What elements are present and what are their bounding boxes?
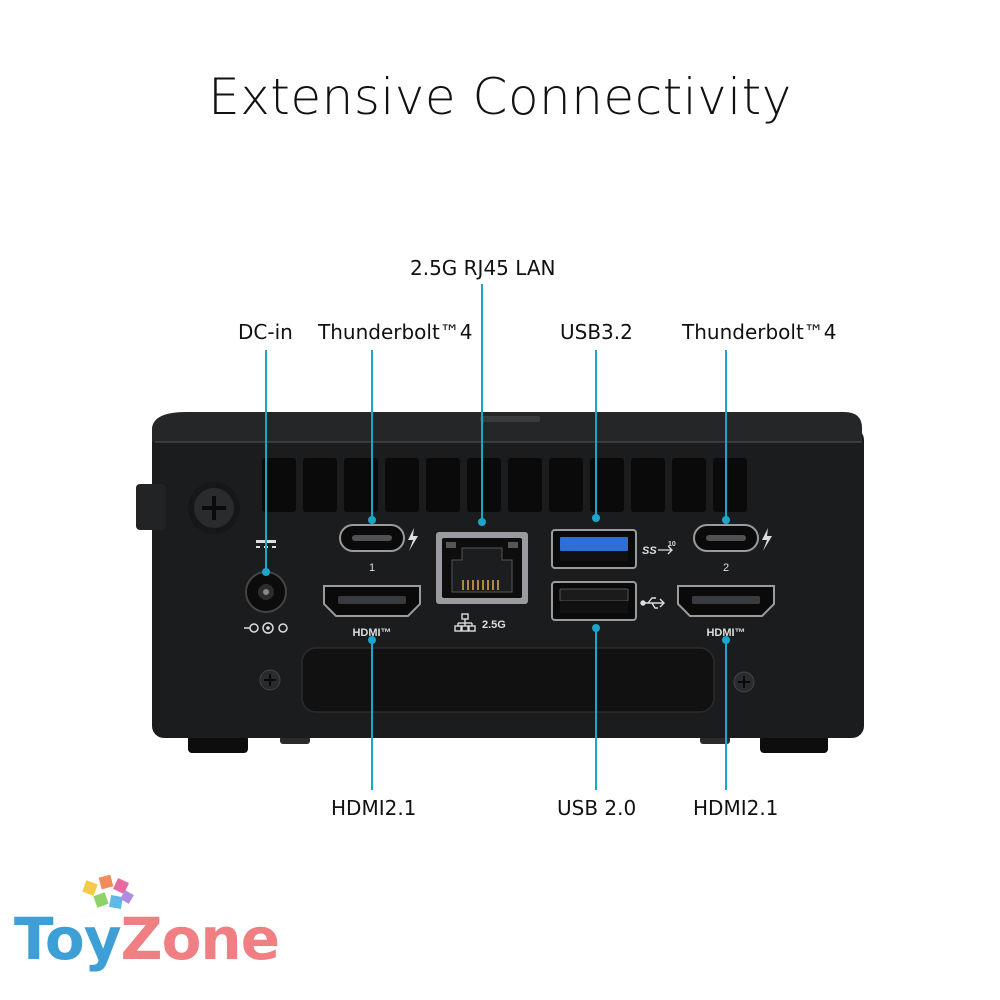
label-usb32: USB3.2 — [560, 320, 633, 344]
usb-ss-icon — [658, 545, 673, 555]
bottom-cover-panel — [301, 647, 715, 713]
thunderbolt-port-2 — [693, 524, 772, 552]
usb-ss-gen-mark: 10 — [668, 541, 676, 548]
label-thunderbolt-right: Thunderbolt™4 — [682, 320, 837, 344]
hdmi-logo-right: HDMI™ — [706, 627, 745, 639]
usb32-port — [551, 529, 637, 569]
page-title: Extensive Connectivity — [208, 68, 792, 126]
logo-part-zone: Zone — [120, 905, 281, 973]
device-lid — [152, 412, 862, 442]
thunderbolt-bolt-icon — [408, 528, 418, 551]
usb20-port — [551, 581, 637, 621]
leader-lines — [262, 284, 730, 790]
label-hdmi-left: HDMI2.1 — [331, 796, 417, 820]
side-bracket — [136, 484, 166, 530]
rj45-port — [436, 532, 528, 604]
label-thunderbolt-left: Thunderbolt™4 — [318, 320, 473, 344]
hdmi-logo-left: HDMI™ — [352, 627, 391, 639]
network-icon — [454, 613, 476, 632]
usb-ss-mark: SS — [642, 545, 657, 557]
usb-icon — [640, 597, 665, 609]
logo-part-toy: Toy — [14, 905, 122, 973]
device-foot-left — [188, 735, 248, 753]
tb-port-number-2: 2 — [723, 562, 729, 574]
logo-cubes-icon — [82, 874, 134, 909]
thunderbolt-port-1 — [339, 524, 418, 552]
toyzone-logo: ToyZone — [14, 905, 281, 973]
brand-mark — [480, 416, 540, 422]
thunderbolt-bolt-icon-2 — [762, 528, 772, 551]
label-usb20: USB 2.0 — [557, 796, 637, 820]
vent-grille — [262, 458, 747, 512]
hdmi-port-left — [323, 585, 421, 617]
label-dc-in: DC-in — [238, 320, 293, 344]
label-rj45-lan: 2.5G RJ45 LAN — [410, 256, 556, 280]
device-foot-right — [760, 735, 828, 753]
tb-port-number-1: 1 — [369, 562, 375, 574]
lan-speed-mark: 2.5G — [482, 619, 506, 631]
hdmi-port-right — [677, 585, 775, 617]
label-hdmi-right: HDMI2.1 — [693, 796, 779, 820]
